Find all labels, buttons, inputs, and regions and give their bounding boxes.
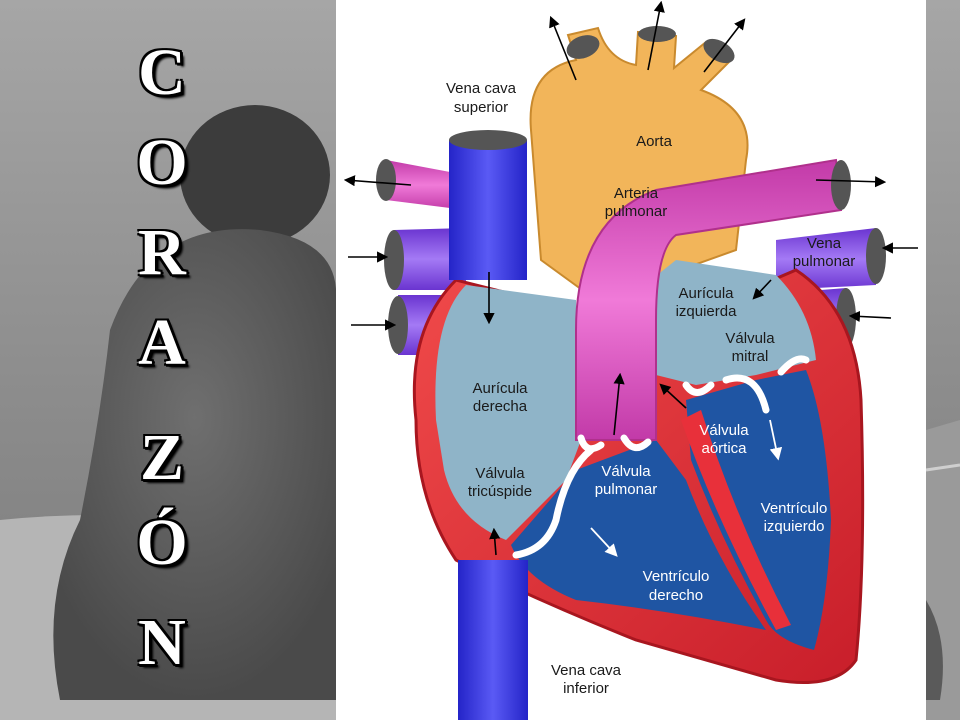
pulmonary-artery xyxy=(575,158,851,441)
label-auricula-izquierda-2: izquierda xyxy=(676,303,738,320)
label-auricula-derecha-2: derecha xyxy=(473,398,528,415)
label-valvula-aortica-1: Válvula xyxy=(699,422,749,439)
title-letter: R xyxy=(138,216,186,289)
right-ventricle xyxy=(511,440,766,630)
label-vena-pulmonar-1: Vena xyxy=(807,235,842,252)
heart-diagram-panel: Vena cava superior Aorta Arteria pulmona… xyxy=(336,0,926,720)
label-valvula-tricuspide-1: Válvula xyxy=(475,465,525,482)
label-ventriculo-izquierdo-2: izquierdo xyxy=(764,518,825,535)
label-arteria-pulmonar-2: pulmonar xyxy=(605,203,668,220)
label-vena-pulmonar-2: pulmonar xyxy=(793,253,856,270)
label-vena-cava-superior-2: superior xyxy=(454,99,508,116)
label-valvula-mitral-2: mitral xyxy=(732,348,769,365)
title-letter: C xyxy=(138,36,186,109)
label-vena-cava-inferior-2: inferior xyxy=(563,680,609,697)
title-letter: Z xyxy=(139,421,185,494)
label-aorta: Aorta xyxy=(636,133,673,150)
label-auricula-izquierda-1: Aurícula xyxy=(678,285,734,302)
label-vena-cava-inferior-1: Vena cava xyxy=(551,662,622,679)
right-atrium xyxy=(435,285,581,540)
flow-arrows xyxy=(343,0,918,556)
label-valvula-mitral-1: Válvula xyxy=(725,330,775,347)
title-letter: A xyxy=(138,306,186,379)
heart-diagram: Vena cava superior Aorta Arteria pulmona… xyxy=(343,0,918,720)
left-ventricle xyxy=(686,370,831,650)
label-valvula-pulmonar-2: pulmonar xyxy=(595,481,658,498)
label-valvula-aortica-2: aórtica xyxy=(701,440,747,457)
diagram-labels: Vena cava superior Aorta Arteria pulmona… xyxy=(446,80,855,697)
label-auricula-derecha-1: Aurícula xyxy=(472,380,528,397)
label-ventriculo-derecho-1: Ventrículo xyxy=(643,568,710,585)
valves xyxy=(512,355,810,559)
label-valvula-pulmonar-1: Válvula xyxy=(601,463,651,480)
label-ventriculo-derecho-2: derecho xyxy=(649,587,703,604)
label-arteria-pulmonar-1: Arteria xyxy=(614,185,659,202)
title-letter: N xyxy=(138,606,186,679)
title-letter: O xyxy=(136,126,188,199)
label-vena-cava-superior-1: Vena cava xyxy=(446,80,517,97)
label-ventriculo-izquierdo-1: Ventrículo xyxy=(761,500,828,517)
label-valvula-tricuspide-2: tricúspide xyxy=(468,483,532,500)
left-atrium xyxy=(626,260,816,385)
title-letter: Ó xyxy=(136,506,188,579)
vena-cava xyxy=(449,130,528,720)
